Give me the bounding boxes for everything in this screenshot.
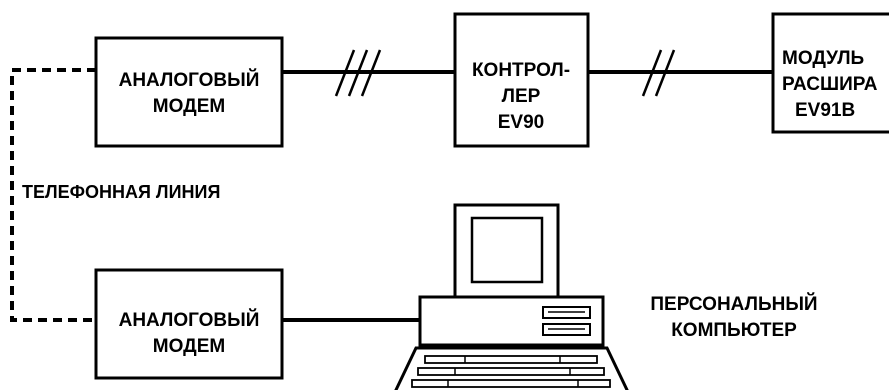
pc-label-line1: ПЕРСОНАЛЬНЫЙ [650, 293, 817, 315]
modem-bottom-label-line2: МОДЕМ [153, 336, 225, 357]
telephone-line [10, 68, 96, 322]
multi-wire-marker-2 [641, 49, 676, 97]
controller-label-line3: EV90 [498, 112, 544, 133]
modem-bottom-label-line1: АНАЛОГОВЫЙ [119, 309, 260, 331]
controller-box [453, 12, 590, 148]
system-unit [418, 295, 605, 347]
controller-label-line2: ЛЕР [502, 86, 541, 107]
modem-top-label-line2: МОДЕМ [153, 96, 225, 117]
pc-label-line2: КОМПЬЮТЕР [671, 320, 797, 341]
expansion-module-label-line1: МОДУЛЬ [782, 48, 864, 69]
controller-label-line1: КОНТРОЛ- [472, 60, 570, 81]
modem-top-box [94, 36, 284, 148]
multi-wire-marker-1 [334, 49, 382, 97]
telephone-line-label: ТЕЛЕФОННАЯ ЛИНИЯ [22, 182, 220, 202]
monitor-screen [470, 216, 544, 284]
modem-bottom-box [94, 268, 284, 380]
computer-icon [394, 203, 629, 390]
modem-top-label-line1: АНАЛОГОВЫЙ [119, 69, 260, 91]
expansion-module-label-line2: РАСШИРА [782, 74, 878, 95]
expansion-module-box [771, 12, 889, 134]
expansion-module-label-line3: EV91B [795, 100, 855, 121]
